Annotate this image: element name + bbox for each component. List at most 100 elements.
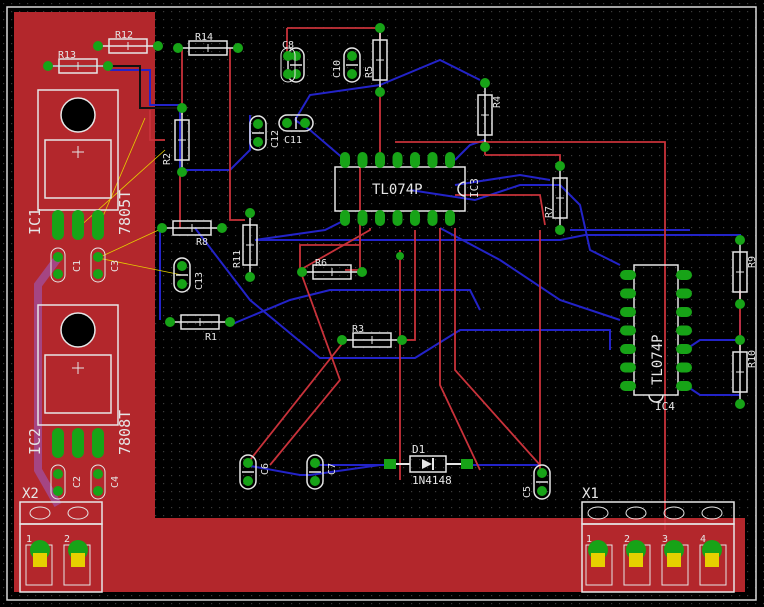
capacitor-c8[interactable]: C8 [282,40,305,83]
ic3-pin-bottom [445,210,455,226]
resistor-label: R3 [352,324,364,335]
capacitor-c13[interactable]: C13 [173,257,205,293]
resistor-label: R10 [747,350,758,368]
ic3-pin-top [375,152,385,168]
d1-value-label: 1N4148 [412,474,452,487]
x1-label: X1 [582,486,599,502]
ic4-pin-right [676,325,692,336]
x2-pin2-label: 2 [64,534,70,545]
capacitor-c4[interactable] [90,464,106,500]
resistor-r9[interactable]: R9 [732,235,758,309]
resistor-label: R14 [195,32,213,43]
ic4-pin-right [676,344,692,354]
vias [396,252,404,260]
resistor-label: R8 [196,237,208,248]
ic4-pin-left [620,362,636,373]
x1-pin4-label: 4 [700,534,706,545]
regulator-ic2[interactable] [37,304,119,458]
capacitor-c12[interactable]: C12 [249,115,281,151]
ic4-pin-left [620,381,636,391]
x1-pin1-label: 1 [586,534,592,545]
ic4-pin-right [676,307,692,317]
capacitor-c10[interactable]: C10 [332,47,361,83]
resistor-label: R5 [364,66,375,78]
ic4-pin-right [676,381,692,391]
resistor-label: R9 [747,256,758,268]
x1-pin2-label: 2 [624,534,630,545]
resistor-label: R13 [58,50,76,61]
capacitor-c11[interactable]: C11 [278,114,314,146]
ic4-pin-left [620,307,636,317]
ic3-pins [340,152,455,226]
ic4-pin-right [676,270,692,280]
c3-label: C3 [110,260,121,272]
resistor-label: R7 [544,206,555,218]
resistor-r1[interactable]: R1 [165,314,235,343]
resistor-r12[interactable]: R12 [93,30,163,54]
resistor-label: R1 [205,332,217,343]
ic1-ref-label: IC1 [26,208,44,235]
resistor-r6[interactable]: R6 [297,258,367,280]
resistor-r8[interactable]: R8 [157,220,227,248]
ic3-pin-bottom [410,210,420,226]
capacitor-c3[interactable] [90,247,106,283]
resistor-r13[interactable]: R13 [43,50,113,74]
ic3-pin-bottom [392,210,403,226]
capacitor-label: C5 [522,486,533,498]
resistor-r10[interactable]: R10 [732,335,758,409]
resistor-r2[interactable]: R2 [162,103,190,177]
ic4-pin-left [620,288,636,299]
capacitor-label: C11 [284,135,302,146]
capacitor-c6[interactable]: C6 [239,454,271,490]
copper-pour [14,12,745,592]
ic3-pin-top [357,152,368,168]
x2-label: X2 [22,486,39,502]
d1-ref-label: D1 [412,443,425,456]
resistor-r14[interactable]: R14 [173,32,243,56]
ic3-pin-bottom [357,210,368,226]
capacitor-label: C12 [270,130,281,148]
ic2-ref-label: IC2 [26,428,44,455]
ic4-ref-label: IC4 [655,400,675,413]
ic3-pin-top [340,152,350,168]
capacitor-label: C10 [332,60,343,78]
regulator-ic1[interactable] [37,89,119,240]
capacitor-label: C6 [260,463,271,475]
ic4-pin-left [620,325,636,336]
resistor-label: R11 [232,250,243,268]
x2-pin1-label: 1 [26,534,32,545]
resistor-r4[interactable]: R4 [477,78,503,152]
resistor-label: R12 [115,30,133,41]
capacitor-c2[interactable] [50,464,66,500]
ic4-pin-right [676,288,692,299]
capacitor-label: C7 [327,463,338,475]
terminal-x1[interactable] [581,501,735,593]
capacitor-label: C13 [194,272,205,290]
ic3-pin-bottom [375,210,385,226]
capacitor-c1[interactable] [50,247,66,283]
ic3-pin-bottom [427,210,438,226]
ic4-value-label: TL074P [650,334,666,385]
ic3-value-label: TL074P [372,182,423,198]
resistor-r11[interactable]: R11 [232,208,258,282]
ic3-pin-top [445,152,455,168]
resistor-label: R6 [315,258,327,269]
ic4-pin-left [620,344,636,354]
capacitor-c8-pads [280,47,296,83]
resistor-r5[interactable]: R5 [364,23,388,97]
ic3-pin-bottom [340,210,350,226]
capacitor-c5[interactable]: C5 [522,464,551,500]
diode-d1[interactable] [384,455,473,473]
resistor-r3[interactable]: R3 [337,324,407,348]
capacitor-c7[interactable]: C7 [306,454,338,490]
ic3-pin-top [392,152,403,168]
resistor-r7[interactable]: R7 [544,161,568,235]
ic2-value-label: 7808T [116,410,134,455]
x1-pin3-label: 3 [662,534,668,545]
ic3-ref-label: IC3 [468,178,481,198]
terminal-x2[interactable] [19,501,103,593]
ic4-pins [620,270,692,391]
